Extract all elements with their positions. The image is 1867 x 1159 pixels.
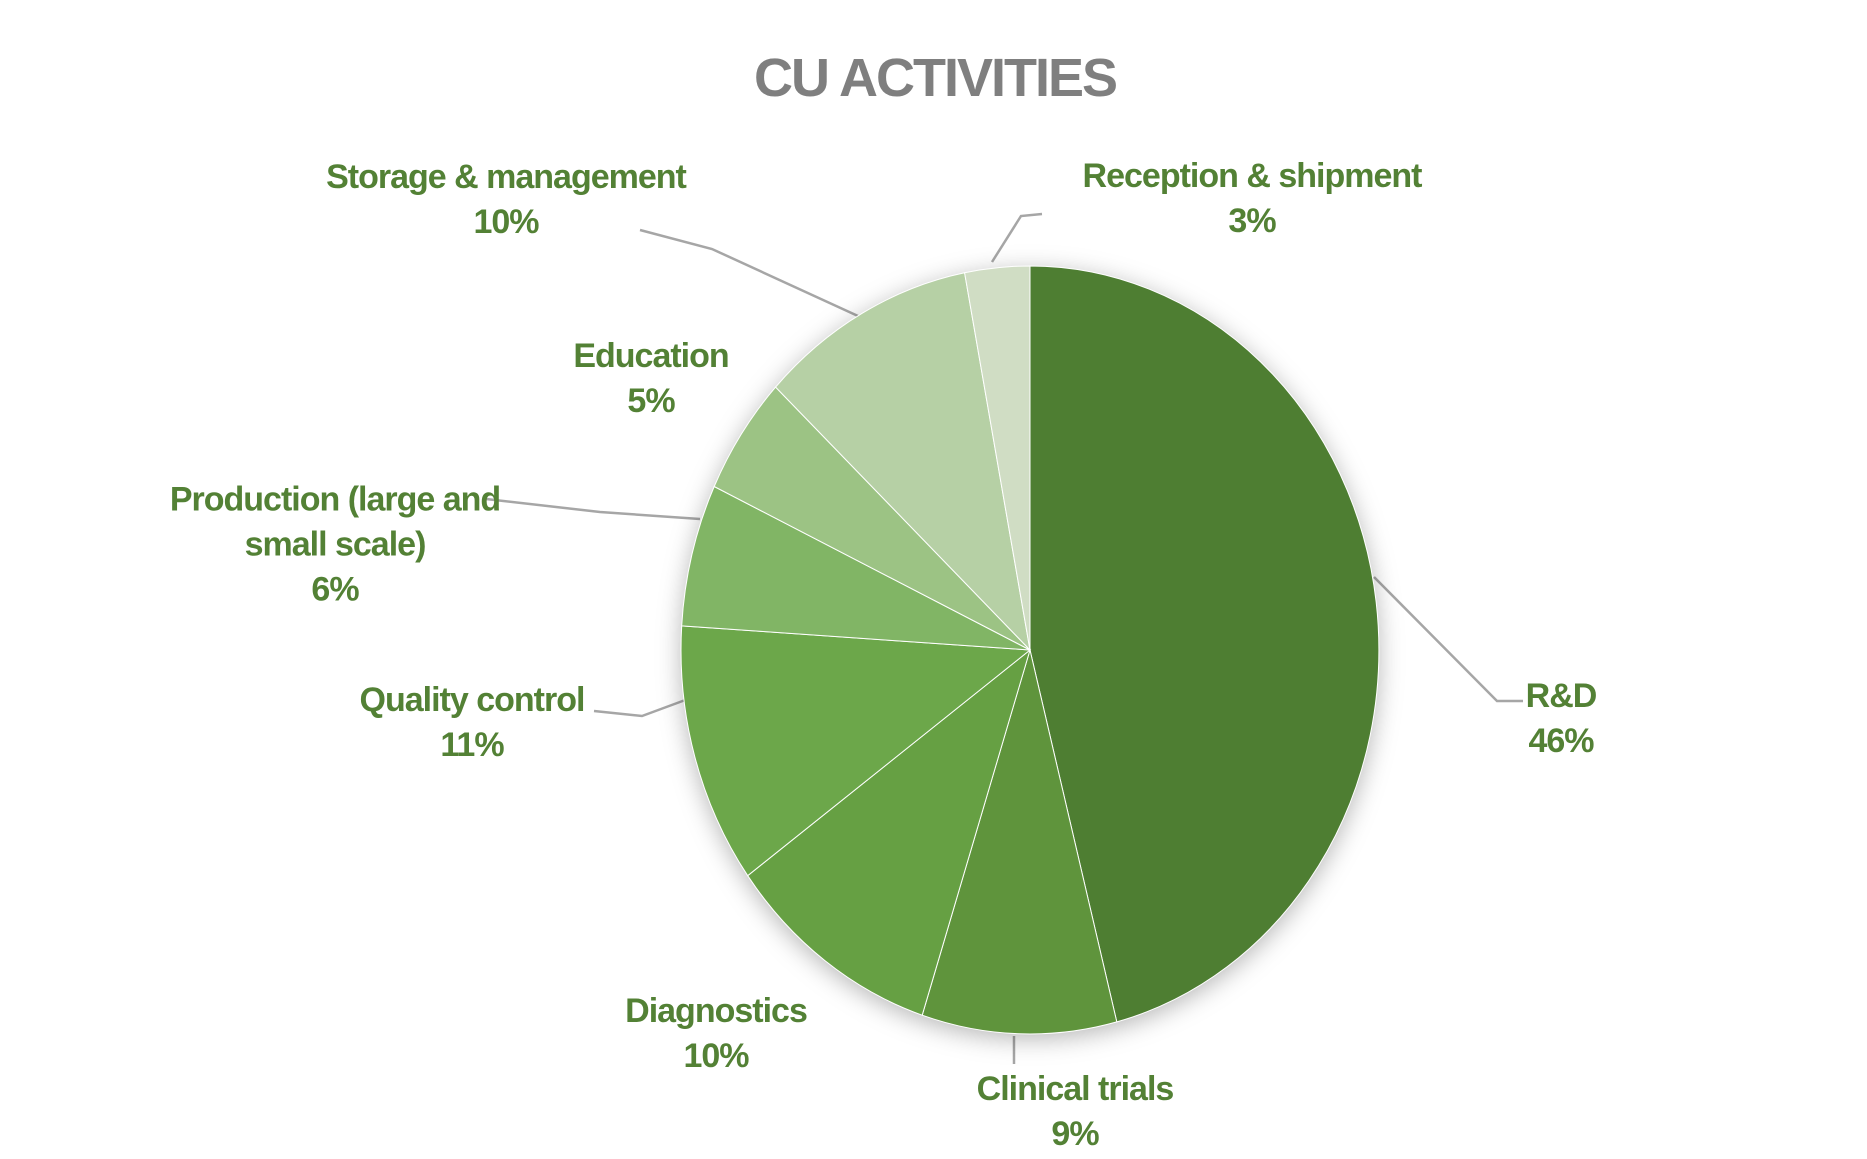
label-reception-and-shipment: Reception & shipment 3% — [1082, 154, 1423, 244]
slice-label-pct: 46% — [1528, 722, 1594, 760]
slice-label-text: Education — [573, 337, 729, 375]
label-diagnostics: Diagnostics 10% — [625, 989, 808, 1079]
slice-label-pct: 11% — [440, 726, 504, 764]
slice-label-text: Production (large and — [169, 480, 501, 519]
slice-label-text: Reception & shipment — [1082, 157, 1423, 195]
leader-line-storage-and-management — [639, 228, 859, 318]
slice-label-pct: 9% — [1051, 1115, 1099, 1153]
slice-label-text: small scale) — [244, 525, 427, 564]
leader-lines — [485, 212, 1523, 1064]
label-quality-control: Quality control 11% — [359, 678, 586, 768]
label-r-and-d: R&D 46% — [1525, 674, 1598, 764]
slice-label-text: Quality control — [359, 681, 586, 719]
pie-slice-quality-control[interactable] — [680, 625, 1032, 877]
slice-label-text: R&D — [1525, 677, 1598, 715]
pie-slice-production-large-and-small-scale[interactable] — [681, 485, 1031, 651]
leader-line-r-and-d — [1373, 576, 1523, 703]
slice-label-text: Diagnostics — [625, 992, 808, 1030]
pie-slice-storage-and-management[interactable] — [774, 272, 1031, 652]
pie-slice-diagnostics[interactable] — [747, 648, 1031, 1016]
slice-label-text: Storage & management — [326, 158, 687, 196]
label-storage-and-management: Storage & management 10% — [326, 155, 687, 245]
leader-line-reception-and-shipment — [990, 212, 1043, 263]
leader-line-quality-control — [593, 697, 689, 718]
label-education: Education 5% — [573, 334, 729, 424]
slice-label-pct: 10% — [473, 203, 539, 241]
slice-label-text: Clinical trials — [976, 1070, 1175, 1108]
pie-slice-reception-and-shipment[interactable] — [964, 265, 1031, 651]
label-clinical-trials: Clinical trials 9% — [976, 1067, 1175, 1157]
slice-label-pct: 10% — [683, 1037, 749, 1075]
label-production: Production (large and small scale) 6% — [169, 478, 501, 613]
slice-label-pct: 3% — [1228, 202, 1276, 240]
pie-slice-clinical-trials[interactable] — [921, 648, 1118, 1035]
slice-label-pct: 6% — [311, 570, 359, 609]
slice-label-pct: 5% — [627, 382, 675, 420]
leader-line-production — [485, 497, 701, 521]
chart-title: CU ACTIVITIES — [753, 48, 1118, 108]
pie-slice-randd[interactable] — [1029, 265, 1380, 1023]
